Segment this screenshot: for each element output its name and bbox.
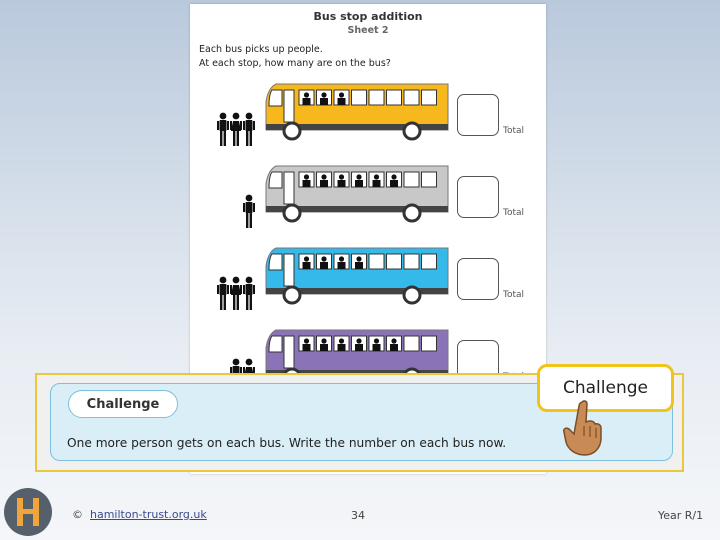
bus-icon bbox=[265, 165, 449, 223]
page-number: 34 bbox=[351, 509, 365, 522]
waiting-people bbox=[243, 194, 256, 228]
instruction-line-2: At each stop, how many are on the bus? bbox=[199, 58, 391, 69]
footer-copyright: © hamilton-trust.org.uk bbox=[72, 508, 207, 521]
copyright-symbol: © bbox=[72, 508, 83, 521]
worksheet-subtitle: Sheet 2 bbox=[347, 25, 389, 36]
pointing-hand-icon bbox=[563, 400, 602, 456]
total-answer-box[interactable] bbox=[457, 94, 499, 136]
waiting-people bbox=[217, 112, 256, 146]
waiting-people bbox=[217, 276, 256, 310]
hamilton-h-logo-icon bbox=[17, 498, 39, 526]
total-label: Total bbox=[503, 290, 525, 300]
instruction-line-1: Each bus picks up people. bbox=[199, 44, 323, 55]
total-answer-box[interactable] bbox=[457, 258, 499, 300]
year-group: Year R/1 bbox=[658, 509, 704, 522]
bus-row: Total bbox=[190, 162, 546, 232]
challenge-text: One more person gets on each bus. Write … bbox=[67, 436, 507, 450]
total-label: Total bbox=[503, 208, 525, 218]
challenge-heading: Challenge bbox=[68, 390, 178, 418]
challenge-badge: Challenge bbox=[537, 364, 674, 412]
bus-row: Total bbox=[190, 80, 546, 150]
worksheet-title: Bus stop addition bbox=[313, 10, 423, 23]
total-label: Total bbox=[503, 126, 525, 136]
total-answer-box[interactable] bbox=[457, 176, 499, 218]
hamilton-logo bbox=[4, 488, 52, 536]
bus-icon bbox=[265, 83, 449, 141]
bus-row: Total bbox=[190, 244, 546, 314]
hamilton-trust-link[interactable]: hamilton-trust.org.uk bbox=[90, 508, 207, 521]
worksheet: Bus stop addition Sheet 2 Each bus picks… bbox=[190, 4, 546, 474]
bus-icon bbox=[265, 247, 449, 305]
